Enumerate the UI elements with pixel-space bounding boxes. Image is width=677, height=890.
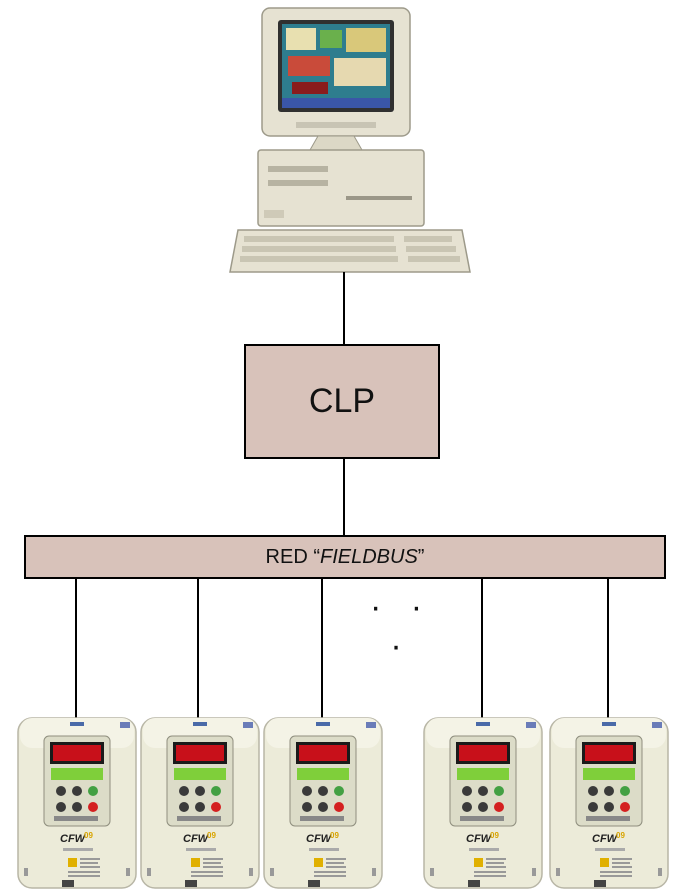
fieldbus-bar [24,535,666,579]
connection-lines [75,272,609,720]
ellipsis: · · · [369,588,433,665]
inverter-icon [549,717,669,889]
fieldbus-prefix: RED “ [265,545,320,568]
fieldbus-suffix: ” [417,545,425,568]
inverter-icon [17,717,137,889]
inverter-icon [263,717,383,889]
clp-box [244,344,440,459]
computer-icon [229,7,471,273]
fieldbus-label: RED “FIELDBUS” [25,536,665,578]
inverter-icon [423,717,543,889]
fieldbus-name: FIELDBUS [319,545,418,568]
inverter-icon [140,717,260,889]
clp-label: CLP [308,382,376,420]
